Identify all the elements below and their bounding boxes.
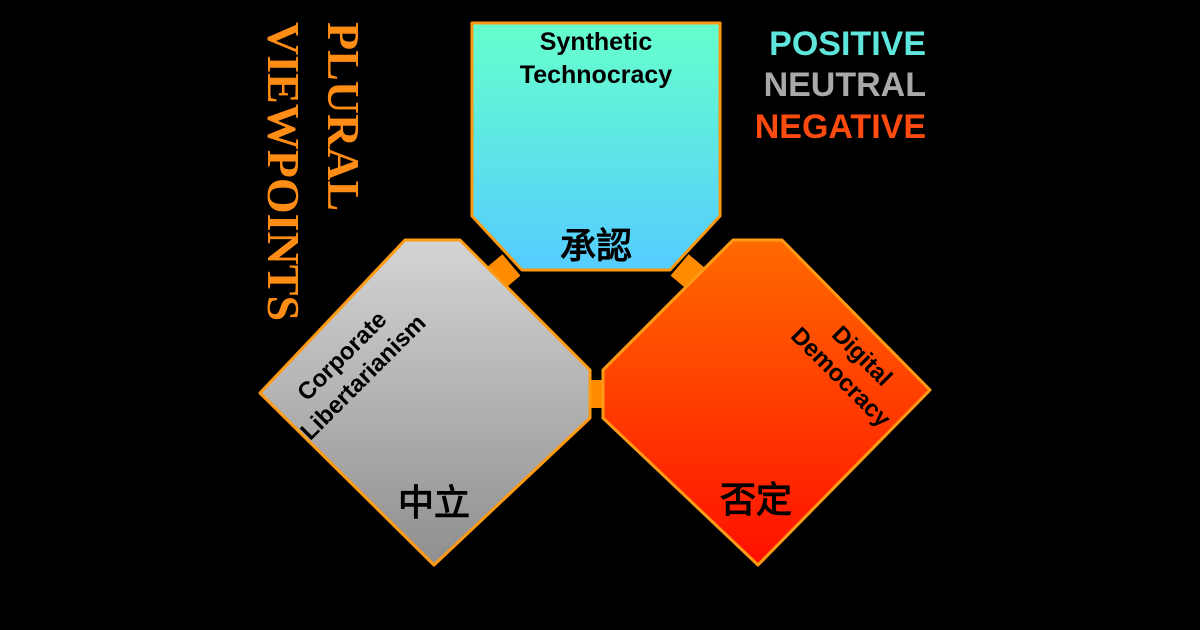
positive-name-line-2: Technocracy	[520, 61, 672, 89]
connector-positive-neutral	[485, 254, 521, 290]
legend-positive: POSITIVE	[769, 25, 926, 63]
positive-name-line-1: Synthetic	[540, 28, 653, 56]
negative-kanji: 否定	[720, 480, 792, 521]
legend-negative: NEGATIVE	[754, 108, 926, 146]
connector-positive-negative	[670, 254, 706, 290]
positive-kanji: 承認	[560, 226, 632, 267]
neutral-kanji: 中立	[398, 483, 470, 524]
legend-neutral: NEUTRAL	[763, 66, 926, 104]
negative-node-shape	[601, 238, 932, 567]
positive-node-shape	[470, 21, 722, 272]
neutral-node-shape	[258, 238, 592, 567]
